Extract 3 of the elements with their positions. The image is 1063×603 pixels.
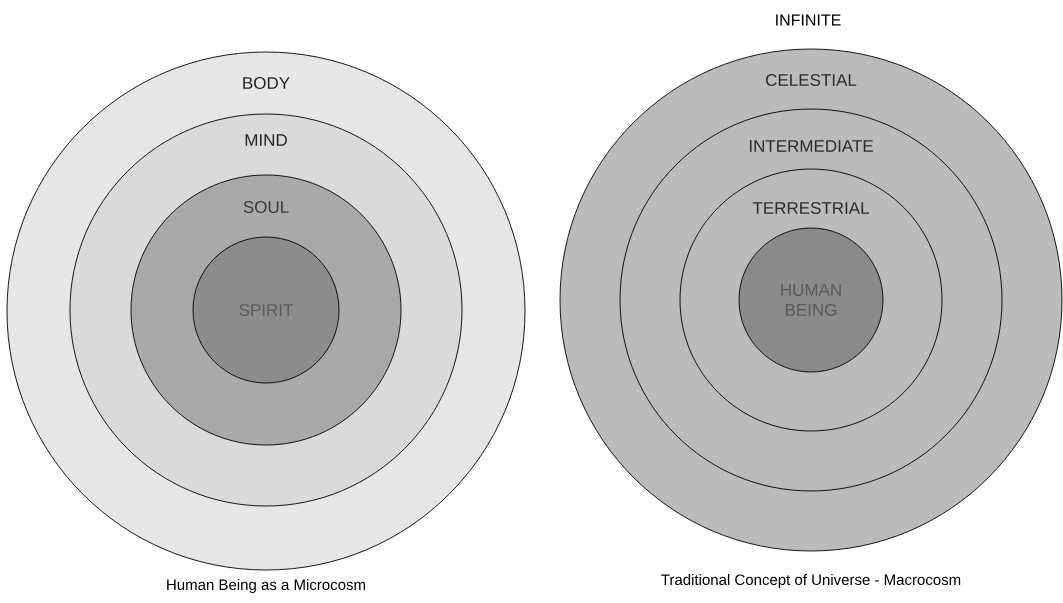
region-label: INFINITE — [776, 14, 841, 26]
caption-text: Human Being as a Microcosm — [167, 579, 365, 593]
caption-text: Traditional Concept of Universe - Macrocosm — [661, 574, 961, 588]
